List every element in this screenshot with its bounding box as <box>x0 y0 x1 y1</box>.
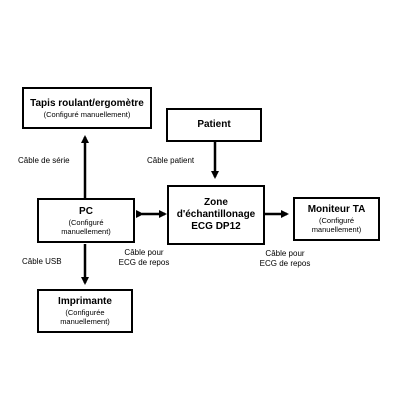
edge-label-rest-ecg-cable-2: Câble pour ECG de repos <box>253 249 317 269</box>
node-zone-line2: d'échantillonage <box>176 209 256 220</box>
node-treadmill-title: Tapis roulant/ergomètre <box>30 97 144 109</box>
node-printer-subtitle-line1: (Configurée <box>65 308 105 317</box>
node-printer-title: Imprimante <box>58 296 112 307</box>
node-zone-line1: Zone <box>204 197 228 208</box>
edge-label-usb-cable: Câble USB <box>22 257 62 266</box>
node-pc: PC (Configuré manuellement) <box>37 198 135 243</box>
node-monitor-subtitle-line1: (Configuré <box>318 216 355 225</box>
node-treadmill: Tapis roulant/ergomètre (Configuré manue… <box>22 87 152 129</box>
node-patient: Patient <box>166 108 262 142</box>
node-pc-subtitle-line2: manuellement) <box>61 226 111 236</box>
node-bp-monitor: Moniteur TA (Configuré manuellement) <box>293 197 380 241</box>
edge-label-rest-ecg-cable-1-line2: ECG de repos <box>118 258 170 267</box>
node-pc-subtitle-line1: (Configuré <box>68 217 104 227</box>
node-monitor-subtitle-line2: manuellement) <box>311 225 362 234</box>
edge-label-serial-cable: Câble de série <box>18 156 70 165</box>
edge-label-rest-ecg-cable-2-line2: ECG de repos <box>259 259 311 268</box>
node-pc-title: PC <box>79 205 93 217</box>
node-monitor-title: Moniteur TA <box>307 204 366 215</box>
node-printer: Imprimante (Configurée manuellement) <box>37 289 133 333</box>
node-patient-title: Patient <box>197 119 231 130</box>
edge-label-patient-cable: Câble patient <box>147 156 195 165</box>
edge-label-rest-ecg-cable-2-line1: Câble pour <box>265 249 305 258</box>
edge-label-rest-ecg-cable-1-line1: Câble pour <box>124 248 164 257</box>
node-zone-line3: ECG DP12 <box>191 221 241 232</box>
node-sampling-zone: Zone d'échantillonage ECG DP12 <box>167 185 265 245</box>
node-treadmill-subtitle: (Configuré manuellement) <box>43 109 131 119</box>
node-printer-subtitle-line2: manuellement) <box>60 317 110 326</box>
edge-label-rest-ecg-cable-1: Câble pour ECG de repos <box>112 248 176 268</box>
